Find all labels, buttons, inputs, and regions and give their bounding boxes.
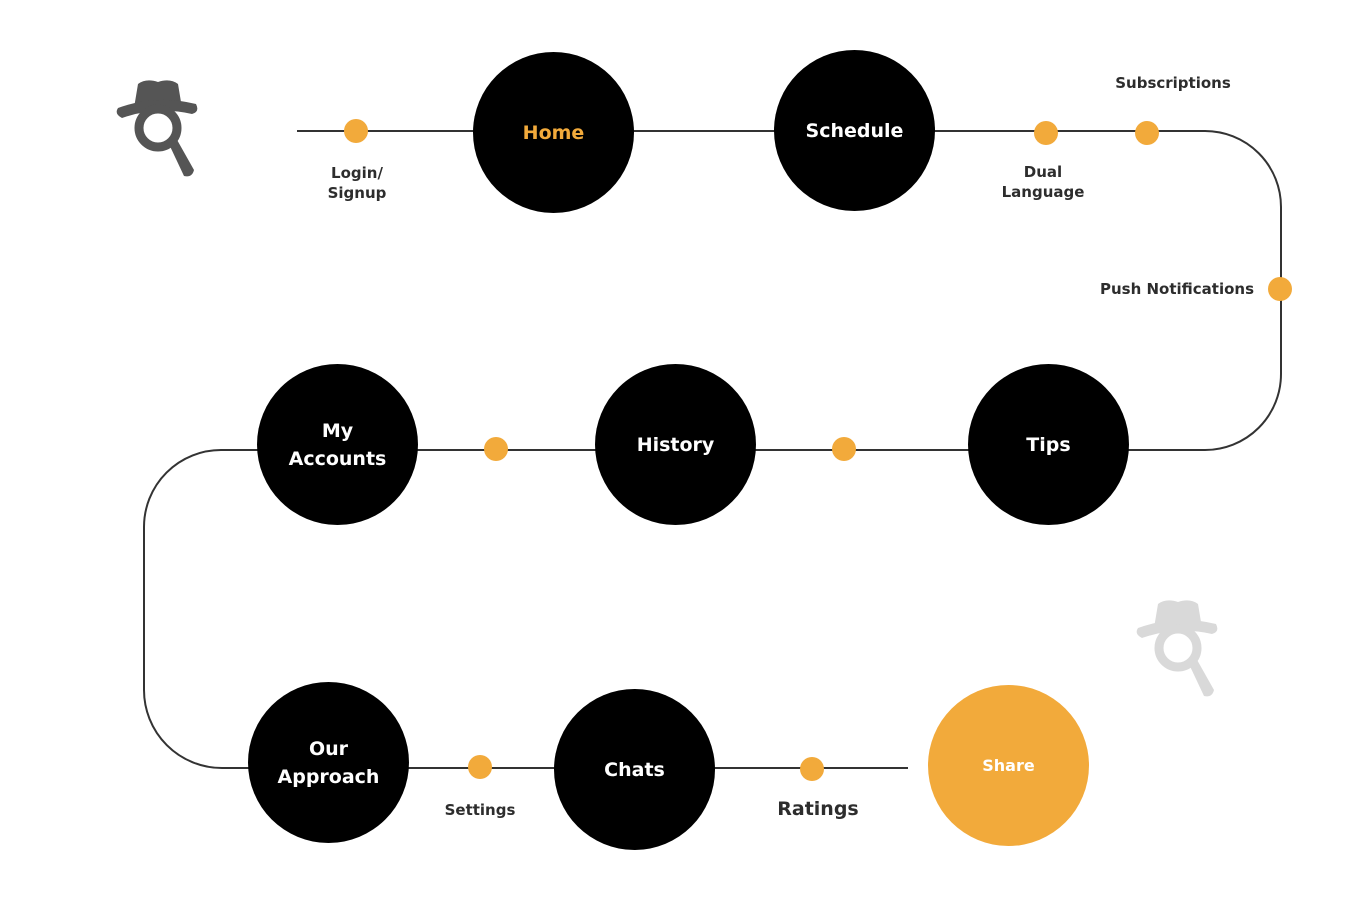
milestone-dot-dual-language[interactable] [1034,121,1058,145]
milestone-dot-login[interactable] [344,119,368,143]
label-subscriptions: Subscriptions [1115,74,1231,92]
milestone-dot-history-tips[interactable] [832,437,856,461]
node-history[interactable]: History [595,364,756,525]
node-home[interactable]: Home [473,52,634,213]
detective-search-icon [116,80,198,177]
label-login-signup: Login/ Signup [327,164,387,202]
detective-search-icon-faded [1136,600,1218,697]
milestone-dot-subscriptions[interactable] [1135,121,1159,145]
label-push-notifications: Push Notifications [1099,280,1255,298]
label-settings: Settings [444,801,516,819]
label-dual-language: Dual Language [1001,163,1085,201]
milestone-dot-accounts-history[interactable] [484,437,508,461]
node-my-accounts[interactable]: My Accounts [257,364,418,525]
node-our-approach[interactable]: Our Approach [248,682,409,843]
milestone-dot-ratings[interactable] [800,757,824,781]
node-tips[interactable]: Tips [968,364,1129,525]
milestone-dot-push-notifications[interactable] [1268,277,1292,301]
label-ratings: Ratings [777,798,859,820]
node-share[interactable]: Share [928,685,1089,846]
milestone-dot-settings[interactable] [468,755,492,779]
node-schedule[interactable]: Schedule [774,50,935,211]
node-chats[interactable]: Chats [554,689,715,850]
